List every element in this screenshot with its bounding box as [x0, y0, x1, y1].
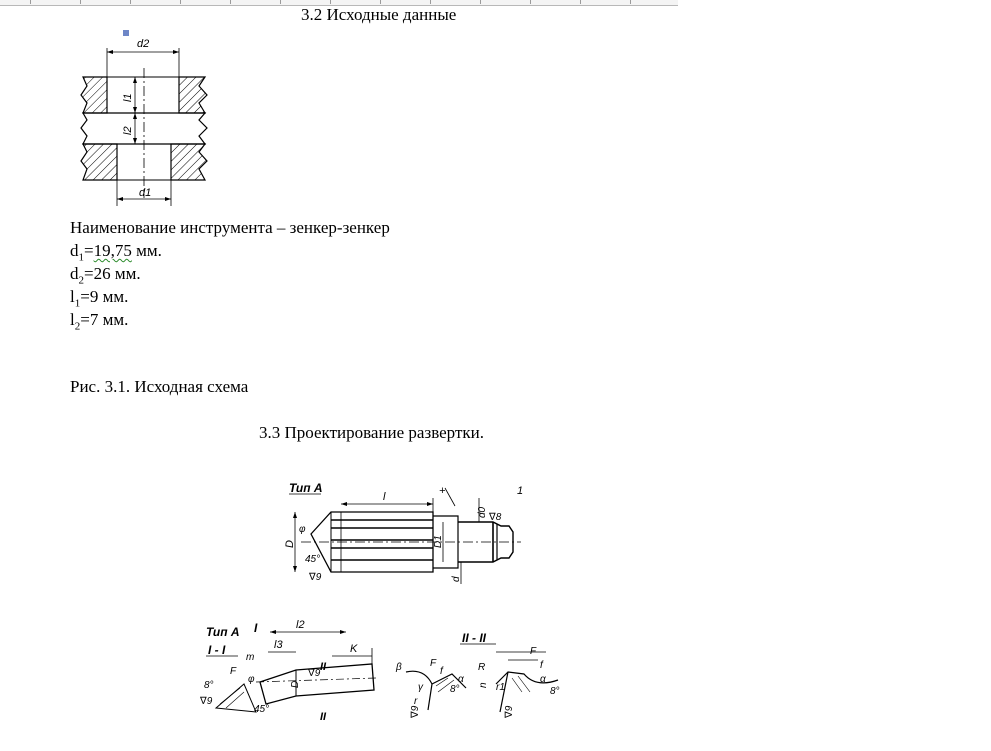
reamer-drawing-type-a: Тип А l D φ 45° ∇9 D1 d0 ∇8 d + 1	[284, 481, 523, 584]
dim-m-label: m	[246, 652, 254, 663]
dim-K-label: K	[350, 643, 358, 655]
dim-r-label: r	[414, 696, 418, 707]
cut-II-mark-top: II	[320, 661, 327, 673]
param-d1-value: 19,75	[93, 241, 132, 260]
section-32-title: 3.2 Исходные данные	[301, 5, 457, 24]
dim-D1-label: D1	[433, 535, 444, 548]
cut-I-mark: I	[254, 621, 258, 635]
angle-gamma-label: γ	[418, 682, 424, 693]
anchor-marker	[123, 30, 129, 36]
angle-8-label: 8°	[204, 680, 214, 691]
top-ruler	[0, 0, 678, 6]
param-l1-subscript: 1	[74, 297, 81, 310]
dim-l-label: l	[383, 491, 386, 503]
callout-1-label: 1	[517, 485, 523, 497]
param-l2-equals: =	[80, 310, 90, 329]
dim-r1-label: r1	[496, 682, 505, 693]
param-l2-value: 7	[89, 310, 99, 329]
figure-source-scheme: d2 d1 l1 l2	[80, 30, 208, 206]
roughness-8-label: ∇8	[488, 512, 502, 523]
param-l2-symbol: l	[70, 310, 75, 329]
param-l1-equals: =	[80, 287, 90, 306]
cut-II-mark-bottom: II	[320, 711, 327, 723]
dim-f-label-1: f	[440, 666, 444, 677]
param-l2: l2=7 мм.	[70, 310, 129, 333]
param-d1-equals: =	[84, 241, 94, 260]
param-l1-value: 9	[89, 287, 99, 306]
roughness-9-label-3: ∇9	[307, 668, 321, 679]
param-d1-subscript: 1	[78, 251, 85, 264]
dim-l1-label: l1	[122, 93, 134, 102]
param-l1: l1=9 мм.	[70, 287, 129, 310]
dim-l2-label: l2	[122, 126, 134, 135]
dim-d1-label: d1	[139, 187, 151, 199]
chamfer-45-label-2: 45°	[254, 704, 269, 715]
dim-F-label-2: F	[430, 658, 437, 669]
angle-phi-label: φ	[299, 524, 306, 535]
param-d1: d1=19,75 мм.	[70, 241, 162, 264]
roughness-9-label: ∇9	[308, 572, 322, 583]
dim-R-label: R	[478, 662, 485, 673]
param-d2-unit: мм.	[110, 264, 141, 283]
drawing-type-label: Тип А	[289, 481, 323, 495]
angle-phi-label-2: φ	[248, 674, 255, 685]
tool-name: Наименование инструмента – зенкер-зенкер	[70, 218, 390, 237]
dim-d2-label: d2	[137, 38, 149, 50]
tolerance-mark: +	[439, 485, 446, 497]
dim-D-label: D	[284, 540, 296, 548]
reamer-detail-drawing: Тип А I - I I l2 l3 K m F 8° φ 45° ∇9 D …	[199, 619, 560, 723]
figure-caption: Рис. 3.1. Исходная схема	[70, 377, 249, 396]
param-d2-subscript: 2	[78, 274, 85, 287]
param-l1-unit: мм.	[98, 287, 129, 306]
dim-f-label-2: f	[540, 660, 544, 671]
dim-F-label-3: F	[530, 646, 537, 657]
angle-alpha-label-2: α	[540, 674, 546, 685]
dim-l2-label: l2	[296, 619, 305, 631]
section-I-label: I - I	[208, 643, 226, 657]
param-d1-unit: мм.	[131, 241, 162, 260]
roughness-9-label-5: ∇9	[504, 705, 515, 719]
param-l2-unit: мм.	[98, 310, 129, 329]
dim-n-label: n	[478, 682, 489, 688]
dim-F-label-1: F	[230, 666, 237, 677]
roughness-9-label-4: ∇9	[410, 705, 421, 719]
detail-type-label: Тип А	[206, 625, 240, 639]
param-l1-symbol: l	[70, 287, 75, 306]
roughness-9-label-2: ∇9	[199, 696, 213, 707]
dim-d-label: d	[451, 576, 462, 582]
param-d1-symbol: d	[70, 241, 79, 260]
dim-l3-label: l3	[274, 639, 283, 651]
angle-alpha-label-1: α	[458, 674, 464, 685]
param-l2-subscript: 2	[74, 320, 81, 333]
param-d2-equals: =	[84, 264, 94, 283]
angle-8-label-3: 8°	[550, 686, 560, 697]
param-d2-symbol: d	[70, 264, 79, 283]
angle-beta-label: β	[395, 662, 402, 673]
dim-D-label-2: D	[290, 681, 301, 688]
section-33-title: 3.3 Проектирование развертки.	[259, 423, 484, 442]
chamfer-45-label: 45°	[305, 554, 320, 565]
dim-d0-label: d0	[477, 506, 488, 518]
param-d2-value: 26	[93, 264, 111, 283]
section-II-label: II - II	[462, 631, 487, 645]
angle-8-label-2: 8°	[450, 684, 460, 695]
param-d2: d2=26 мм.	[70, 264, 141, 287]
